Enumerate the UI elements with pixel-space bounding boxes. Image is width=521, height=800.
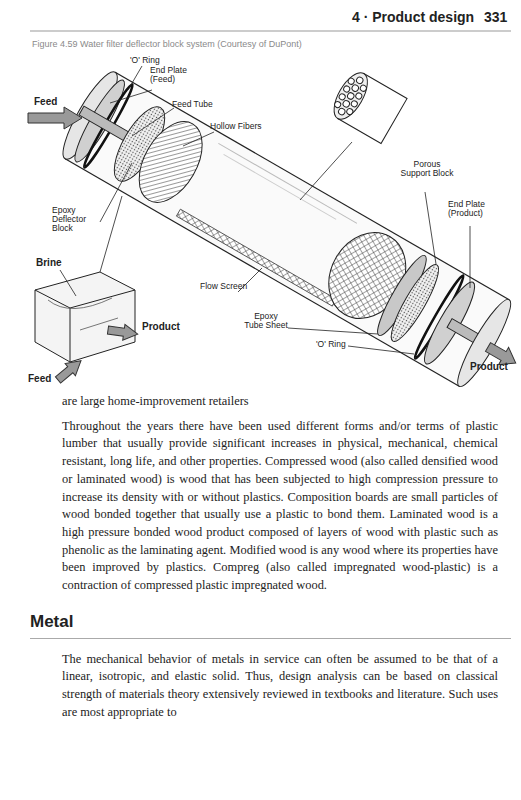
leader-line [288,328,378,334]
leader-line [183,132,214,146]
fiber-bundle-detail [355,92,363,100]
part-label: Epoxy Tube Sheet [244,312,288,330]
leader-line [132,108,174,136]
inset-block [70,308,71,362]
fiber-bundle-detail [342,99,351,108]
part-label: 'O' Ring [316,340,346,349]
flow-label: Product [142,322,180,333]
fiber-bundle-detail [338,93,346,101]
leader-line [348,346,414,354]
fiber-bundle-detail [343,85,351,93]
detail-leader [300,142,352,200]
filter-cartridge [176,209,336,306]
page-number: 331 [484,10,507,25]
inset-block [35,196,135,362]
filter-cartridge [126,111,215,213]
fiber-bundle-detail [350,100,358,108]
body-text: are large home-improvement retailersThro… [62,393,498,722]
flow-label: Feed [34,97,57,108]
fiber-bundle-detail [355,76,364,85]
part-label: End Plate (Feed) [150,66,196,84]
body-paragraph: The mechanical behavior of metals in ser… [62,651,498,722]
fiber-bundle-detail [337,107,346,116]
figure-caption: Figure 4.59 Water filter deflector block… [32,40,302,50]
leader-line [425,192,436,264]
fiber-bundle-detail [327,67,407,143]
filter-cartridge [218,143,357,223]
inset-block [100,196,122,272]
part-label: Porous Support Block [398,160,456,178]
fiber-bundle-detail [346,108,354,116]
fiber-bundle-detail [334,101,342,109]
section-heading: Metal [30,611,511,639]
leader-line [110,90,152,103]
flow-label: Product [470,362,508,373]
inset-block [35,290,135,308]
leader-line [128,66,142,90]
header-rule [30,31,511,32]
page-header: 4 · Product design [352,10,474,25]
fiber-bundle-detail [351,84,360,93]
fiber-bundle-detail [327,67,374,124]
flow-arrow [28,107,521,386]
flow-arrow [28,107,82,129]
fiber-bundle-detail [346,92,355,101]
part-label: Flow Screen [200,282,247,291]
filter-cartridge [451,295,518,392]
leader-line [60,270,76,296]
filter-cartridge [65,159,459,387]
leader-line [470,226,471,288]
flow-arrow [53,355,86,387]
inset-block [35,272,135,362]
filter-cartridge [224,154,337,219]
header-rule [30,31,511,32]
part-label: Hollow Fibers [210,122,262,131]
body-paragraph: Throughout the years there have been use… [62,418,498,595]
part-label: Epoxy Deflector Block [52,206,102,234]
flow-arrow [107,322,139,342]
detail-leader [300,142,352,200]
part-label: 'O' Ring [130,56,160,65]
part-label: End Plate (Product) [448,200,500,218]
fiber-bundle-detail [359,84,367,92]
flow-label: Feed [28,374,51,385]
fiber-bundle-detail [347,77,355,85]
flow-label: Brine [36,258,62,269]
body-paragraph: are large home-improvement retailers [62,393,498,411]
filter-cartridge [115,72,509,300]
flow-arrow [53,355,86,387]
leader-line [100,163,132,222]
flow-arrow [107,322,139,342]
leader-line [60,66,470,354]
part-label: Feed Tube [172,100,213,109]
inset-block [48,298,112,309]
